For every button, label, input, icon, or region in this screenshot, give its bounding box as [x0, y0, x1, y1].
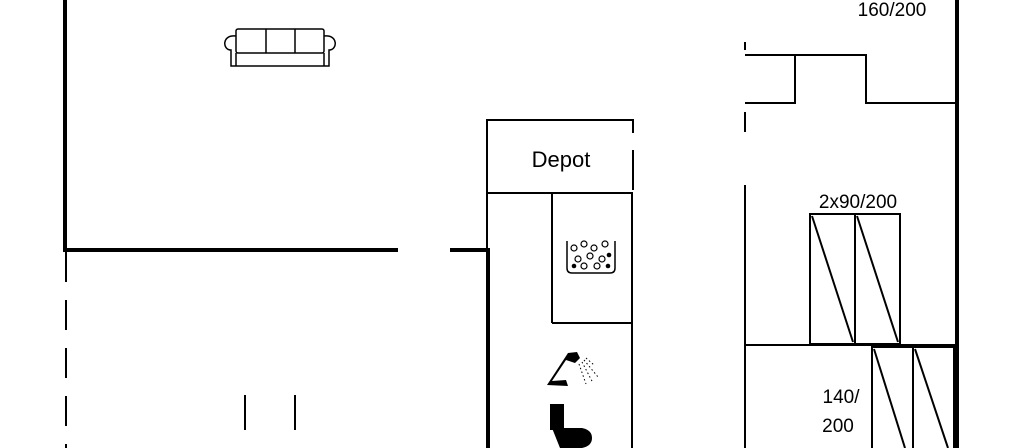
outer-walls — [63, 0, 959, 448]
bed-small — [871, 346, 955, 448]
bed-twin — [809, 213, 901, 345]
bed-size-label-small-line1: 140/ — [823, 387, 861, 408]
depot-label: Depot — [532, 147, 591, 172]
bed-size-label-top: 160/200 — [858, 0, 927, 21]
sofa-icon — [224, 28, 336, 67]
shower-icon — [547, 352, 599, 386]
washing-machine-icon — [566, 240, 616, 274]
bed-size-label-small-line2: 200 — [822, 416, 854, 437]
toilet-icon — [550, 404, 592, 448]
bed-size-label-twin: 2x90/200 — [819, 192, 897, 213]
